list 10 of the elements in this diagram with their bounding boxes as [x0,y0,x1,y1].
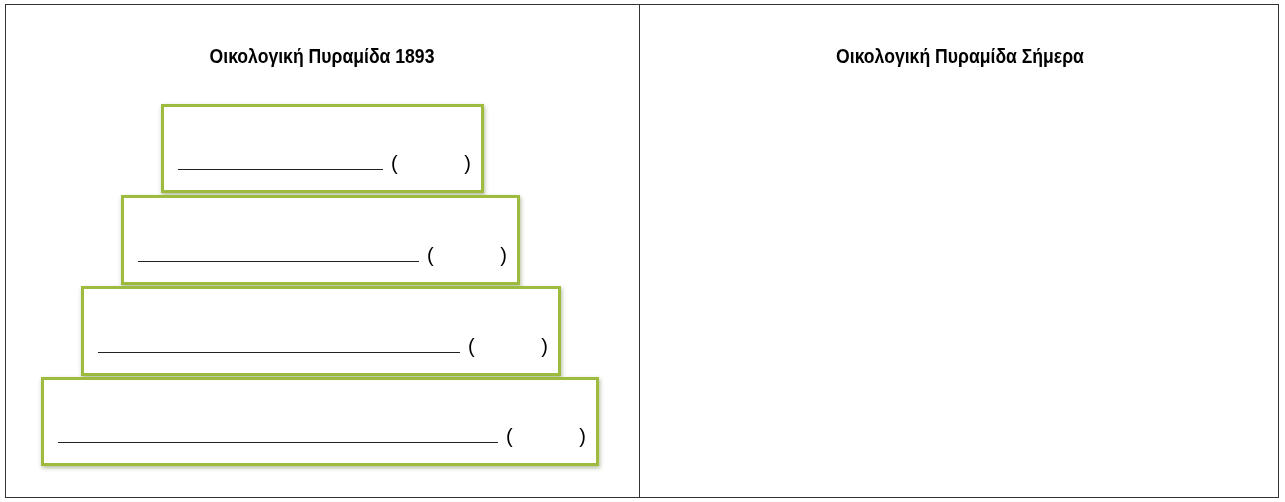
answer-brackets: ( ) [391,152,471,174]
column-heading: Οικολογική Πυραμίδα Σήμερα [835,45,1085,68]
pyramid-level-box [81,286,561,376]
pyramid-level-box [121,195,520,285]
answer-brackets: ( ) [468,335,548,357]
column-heading: Οικολογική Πυραμίδα 1893 [208,45,436,68]
answer-brackets: ( ) [427,244,507,266]
answer-brackets: ( ) [506,425,586,447]
pyramid-level-box [161,104,484,193]
pyramid-level-box [41,377,599,466]
